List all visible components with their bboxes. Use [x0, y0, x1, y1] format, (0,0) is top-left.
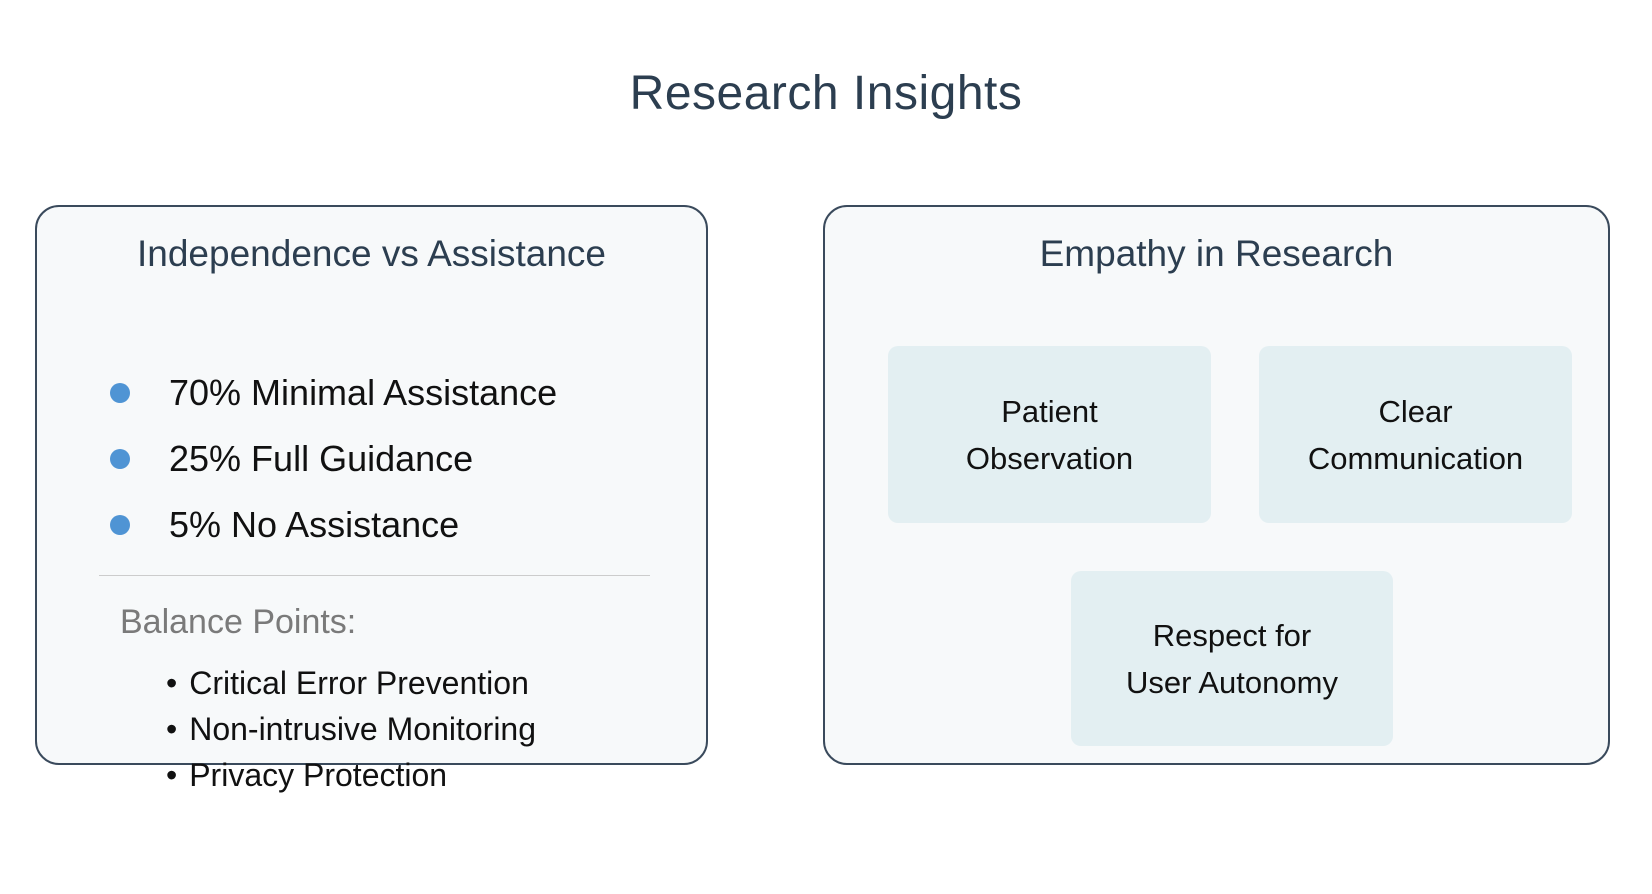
- balance-point-label: Non-intrusive Monitoring: [189, 711, 537, 747]
- empathy-box-respect-autonomy: Respect for User Autonomy: [1071, 571, 1393, 746]
- independence-panel: Independence vs Assistance 70% Minimal A…: [35, 205, 708, 793]
- page-title: Research Insights: [629, 67, 1023, 120]
- empathy-panel: Empathy in Research Patient Observation …: [823, 205, 1610, 765]
- list-item: • Privacy Protection: [166, 752, 536, 798]
- bullet-marker: •: [166, 757, 178, 793]
- balance-points-list: • Critical Error Prevention • Non-intrusiv…: [166, 660, 536, 798]
- list-item: • Non-intrusive Monitoring: [166, 706, 536, 752]
- bullet-marker: •: [166, 711, 178, 747]
- bullet-dot-icon: [110, 449, 130, 469]
- box-label-line: Respect for: [1152, 617, 1312, 653]
- bullet-dot-icon: [110, 515, 130, 535]
- box-label-line: Clear: [1378, 393, 1453, 429]
- empathy-box-clear-communication: Clear Communication: [1259, 346, 1572, 523]
- box-label-line: Observation: [965, 440, 1134, 476]
- stat-label: 70% Minimal Assistance: [169, 372, 558, 413]
- bullet-marker: •: [166, 665, 178, 701]
- list-item: 70% Minimal Assistance: [37, 372, 706, 413]
- list-item: 25% Full Guidance: [37, 438, 706, 479]
- assistance-stats-list: 70% Minimal Assistance 25% Full Guidance…: [37, 372, 706, 571]
- list-item: 5% No Assistance: [37, 504, 706, 545]
- empathy-box-patient-observation: Patient Observation: [888, 346, 1211, 523]
- stat-label: 5% No Assistance: [169, 504, 460, 545]
- balance-points-heading: Balance Points:: [120, 603, 357, 641]
- box-label-line: Patient: [1001, 393, 1098, 429]
- divider: [99, 575, 650, 576]
- box-label-line: Communication: [1307, 440, 1524, 476]
- bullet-dot-icon: [110, 383, 130, 403]
- empathy-panel-title: Empathy in Research: [1039, 233, 1394, 274]
- balance-point-label: Privacy Protection: [189, 757, 448, 793]
- list-item: • Critical Error Prevention: [166, 660, 536, 706]
- balance-point-label: Critical Error Prevention: [189, 665, 529, 701]
- box-label-line: User Autonomy: [1126, 664, 1338, 700]
- independence-panel-title: Independence vs Assistance: [137, 233, 606, 274]
- stat-label: 25% Full Guidance: [169, 438, 474, 479]
